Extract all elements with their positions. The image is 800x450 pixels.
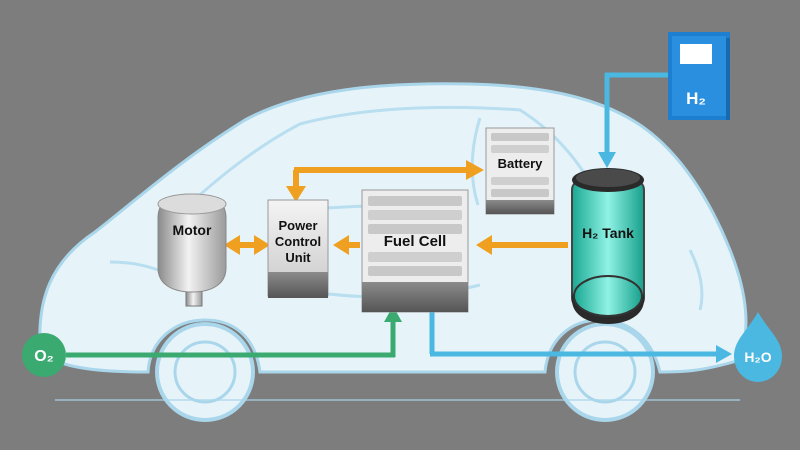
battery-component: Battery xyxy=(485,127,555,215)
front-wheel xyxy=(155,322,255,422)
motor-component: Motor xyxy=(157,193,227,307)
water-label: H₂O xyxy=(744,349,771,365)
hydrogen-supply-line xyxy=(598,72,672,168)
oxygen-flow-line xyxy=(66,306,402,358)
water-outlet: H₂O xyxy=(734,312,782,382)
rear-wheel xyxy=(555,322,655,422)
h2-station-label: H₂ xyxy=(686,89,706,108)
h2-tank-label: H₂ Tank xyxy=(582,225,634,241)
motor-label: Motor xyxy=(173,222,212,238)
oxygen-inlet: O₂ xyxy=(22,333,66,377)
water-flow-line xyxy=(429,310,732,363)
pcu-label-line2: Control xyxy=(275,234,321,249)
fuel-cell-label: Fuel Cell xyxy=(384,233,447,250)
hydrogen-station: H₂ xyxy=(668,32,730,120)
pcu-label-line3: Unit xyxy=(285,250,311,265)
pcu-label-line1: Power xyxy=(278,218,317,233)
battery-label: Battery xyxy=(498,156,544,171)
power-flow-arrows xyxy=(224,160,568,255)
power-control-unit: Power Control Unit xyxy=(267,199,329,298)
hydrogen-tank: H₂ Tank xyxy=(571,168,645,324)
fuel-cell-stack: Fuel Cell xyxy=(361,189,469,313)
oxygen-label: O₂ xyxy=(34,348,54,365)
